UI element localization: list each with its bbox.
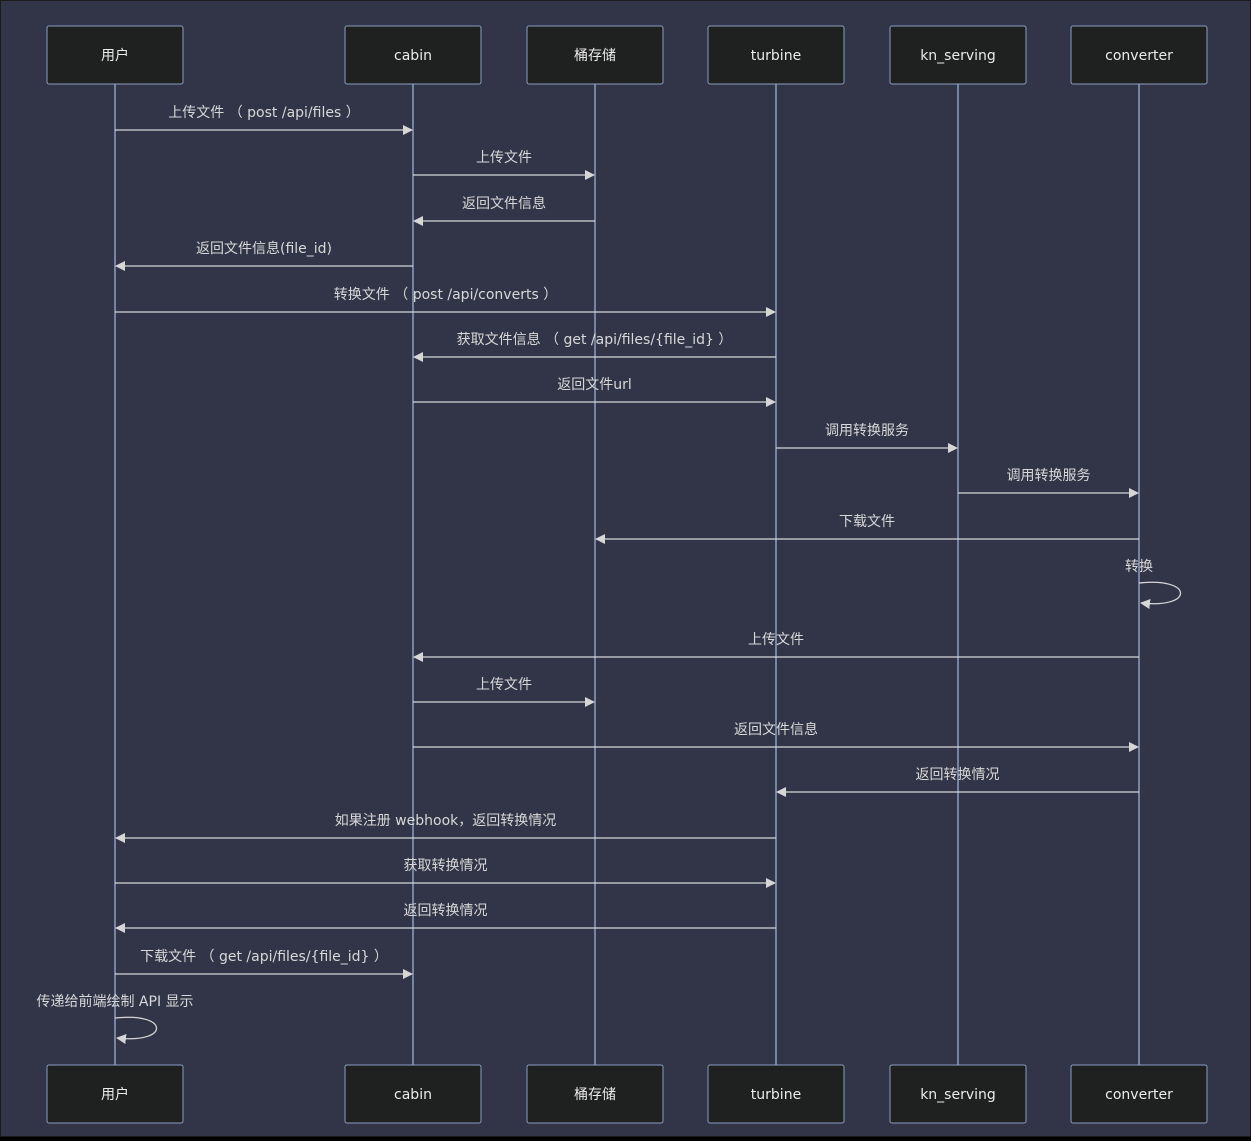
message-label: 调用转换服务 (1007, 467, 1091, 484)
actor-box (1070, 25, 1208, 85)
actor-label: 桶存储 (574, 1087, 616, 1103)
actor-label: kn_serving (920, 1087, 996, 1103)
actor-box (344, 1064, 482, 1124)
message-label: 返回文件url (557, 377, 632, 393)
message-label: 获取转换情况 (404, 857, 488, 874)
message-label: 上传文件 （ post /api/files ） (168, 105, 359, 121)
message-label: 返回文件信息 (734, 721, 818, 738)
message-17: 获取转换情况 (115, 857, 776, 888)
message-3: 返回文件信息 (413, 195, 595, 226)
actor-box (46, 1064, 184, 1124)
message-18: 返回转换情况 (115, 902, 776, 933)
actor-label: cabin (394, 48, 432, 64)
message-label: 下载文件 (839, 514, 895, 530)
message-2: 上传文件 (413, 150, 595, 180)
actor-cabin-bottom: cabin (344, 1064, 482, 1124)
message-13: 上传文件 (413, 677, 595, 707)
message-label: 上传文件 (748, 632, 804, 648)
message-16: 如果注册 webhook，返回转换情况 (115, 812, 776, 843)
actor-label: 桶存储 (574, 48, 616, 64)
message-label: 返回转换情况 (404, 902, 488, 919)
actor-box (707, 25, 845, 85)
actor-label: kn_serving (920, 48, 996, 64)
actor-box (344, 25, 482, 85)
actor-user-bottom: 用户 (46, 1064, 184, 1124)
message-label: 调用转换服务 (825, 422, 909, 439)
actor-box (889, 1064, 1027, 1124)
actor-box (526, 1064, 664, 1124)
message-label: 返回转换情况 (916, 766, 1000, 783)
actor-label: converter (1105, 48, 1173, 64)
actor-box (46, 25, 184, 85)
actors-bottom: 用户 cabin 桶存储 turbine kn_serving converter (46, 1064, 1208, 1124)
message-9: 调用转换服务 (958, 467, 1139, 498)
actor-box (889, 25, 1027, 85)
message-label: 返回文件信息(file_id) (196, 240, 332, 257)
message-5: 转换文件 （ post /api/converts ） (115, 286, 776, 317)
message-label: 上传文件 (476, 677, 532, 693)
actor-turbine-top: turbine (707, 25, 845, 85)
actor-label: converter (1105, 1087, 1173, 1103)
actor-kn_serving-bottom: kn_serving (889, 1064, 1027, 1124)
message-label: 返回文件信息 (462, 195, 546, 212)
message-4: 返回文件信息(file_id) (115, 240, 413, 271)
message-20: 传递给前端绘制 API 显示 (36, 993, 194, 1044)
message-1: 上传文件 （ post /api/files ） (115, 105, 413, 135)
messages: 上传文件 （ post /api/files ）上传文件返回文件信息返回文件信息… (36, 105, 1182, 1044)
message-label: 传递给前端绘制 API 显示 (36, 993, 193, 1010)
actor-box (526, 25, 664, 85)
message-label: 下载文件 （ get /api/files/{file_id} ） (140, 949, 388, 965)
actor-label: turbine (751, 1087, 801, 1103)
actor-converter-bottom: converter (1070, 1064, 1208, 1124)
actor-label: cabin (394, 1087, 432, 1103)
message-label: 转换文件 （ post /api/converts ） (334, 286, 557, 303)
actors-top: 用户 cabin 桶存储 turbine kn_serving converter (46, 25, 1208, 85)
actor-kn_serving-top: kn_serving (889, 25, 1027, 85)
message-15: 返回转换情况 (776, 766, 1139, 797)
self-message-loop (114, 1016, 158, 1044)
actor-turbine-bottom: turbine (707, 1064, 845, 1124)
actor-box (1070, 1064, 1208, 1124)
message-12: 上传文件 (413, 632, 1139, 662)
message-label: 转换 (1125, 558, 1153, 575)
message-10: 下载文件 (595, 514, 1139, 544)
self-message-loop (1138, 581, 1182, 609)
actor-bucket-top: 桶存储 (526, 25, 664, 85)
message-6: 获取文件信息 （ get /api/files/{file_id} ） (413, 331, 776, 362)
actor-cabin-top: cabin (344, 25, 482, 85)
message-14: 返回文件信息 (413, 721, 1139, 752)
actor-bucket-bottom: 桶存储 (526, 1064, 664, 1124)
actor-label: 用户 (101, 47, 129, 64)
message-label: 上传文件 (476, 150, 532, 166)
message-label: 获取文件信息 （ get /api/files/{file_id} ） (457, 331, 733, 348)
message-label: 如果注册 webhook，返回转换情况 (335, 812, 557, 829)
message-7: 返回文件url (413, 377, 776, 407)
actor-box (707, 1064, 845, 1124)
message-11: 转换 (1125, 558, 1182, 609)
actor-label: turbine (751, 48, 801, 64)
actor-converter-top: converter (1070, 25, 1208, 85)
lifelines (114, 84, 1140, 1065)
message-19: 下载文件 （ get /api/files/{file_id} ） (115, 949, 413, 979)
message-8: 调用转换服务 (776, 422, 958, 453)
actor-user-top: 用户 (46, 25, 184, 85)
actor-label: 用户 (101, 1086, 129, 1103)
